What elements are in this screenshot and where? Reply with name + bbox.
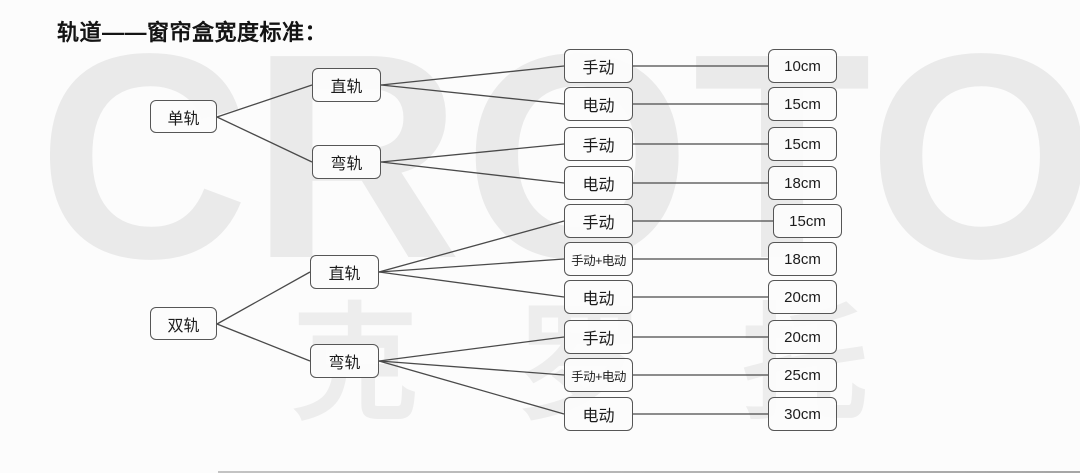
- option-double-straight-manual: 手动: [564, 204, 633, 238]
- bottom-edge-artifact: [218, 471, 1080, 473]
- option-double-curved-electric: 电动: [564, 397, 633, 431]
- watermark-brand-latin: CROTO: [38, 0, 1080, 319]
- value-double-straight-electric: 20cm: [768, 280, 837, 314]
- page-title: 轨道——窗帘盒宽度标准：: [57, 20, 328, 45]
- value-double-curved-electric: 30cm: [768, 397, 837, 431]
- option-single-curved-electric: 电动: [564, 166, 633, 200]
- option-double-straight-manual-electric: 手动+电动: [564, 242, 633, 276]
- option-double-straight-electric: 电动: [564, 280, 633, 314]
- value-single-curved-manual: 15cm: [768, 127, 837, 161]
- node-single-track: 单轨: [150, 100, 217, 133]
- node-double-straight: 直轨: [310, 255, 379, 289]
- option-single-straight-manual: 手动: [564, 49, 633, 83]
- value-double-straight-manual-electric: 18cm: [768, 242, 837, 276]
- option-single-straight-electric: 电动: [564, 87, 633, 121]
- value-single-straight-electric: 15cm: [768, 87, 837, 121]
- value-double-straight-manual: 15cm: [773, 204, 842, 238]
- value-single-straight-manual: 10cm: [768, 49, 837, 83]
- value-double-curved-manual-electric: 25cm: [768, 358, 837, 392]
- node-single-curved: 弯轨: [312, 145, 381, 179]
- node-single-straight: 直轨: [312, 68, 381, 102]
- node-double-track: 双轨: [150, 307, 217, 340]
- value-single-curved-electric: 18cm: [768, 166, 837, 200]
- value-double-curved-manual: 20cm: [768, 320, 837, 354]
- option-double-curved-manual-electric: 手动+电动: [564, 358, 633, 392]
- node-double-curved: 弯轨: [310, 344, 379, 378]
- option-single-curved-manual: 手动: [564, 127, 633, 161]
- option-double-curved-manual: 手动: [564, 320, 633, 354]
